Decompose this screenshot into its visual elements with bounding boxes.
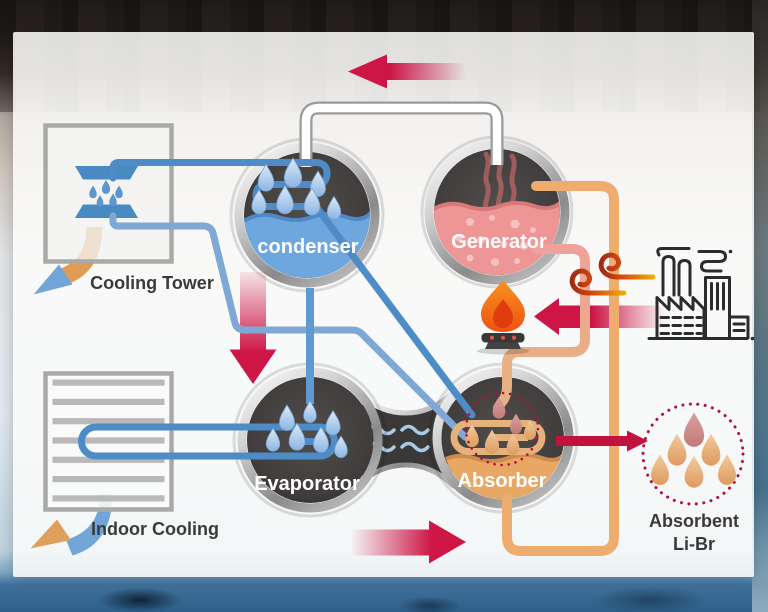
cooling-tower-label: Cooling Tower [90, 273, 214, 293]
bubble-icon [455, 215, 536, 266]
tower-return-pipe [109, 212, 469, 441]
warm-air-arrowhead-icon [30, 519, 71, 549]
fan-louver-icon [75, 166, 138, 218]
cooling-tower-unit [43, 123, 174, 264]
indoor-cooling-unit [43, 371, 174, 512]
indoor-cooling-label: Indoor Cooling [91, 519, 219, 539]
flame-icon [477, 280, 529, 355]
flow-arrow-top [348, 54, 466, 89]
radiator-louver-icon [52, 379, 165, 502]
generator-label: Generator [451, 231, 547, 253]
absorbent-label-line1: Absorbent [649, 511, 739, 531]
white-vapor-pipe [299, 101, 504, 167]
absorbent-badge [641, 402, 745, 506]
solution-pipe-orange [502, 181, 619, 556]
cool-air-arrowhead-icon [33, 264, 73, 295]
absorbent-label-line2: Li-Br [673, 534, 715, 554]
heat-input-arrow [534, 298, 664, 335]
wind-swirl-icon [569, 252, 656, 296]
evaporator-label: Evaporator [254, 473, 360, 495]
condenser-label: condenser [257, 236, 358, 258]
absorber-highlight-dotted-circle [464, 391, 540, 467]
absorbent-arrow [556, 430, 648, 452]
generator-node [420, 135, 574, 289]
photo-right-edge [752, 0, 768, 612]
flow-arrow-bottom [352, 520, 466, 564]
factory-icon [647, 247, 755, 341]
absorbent-droplet-cluster [651, 412, 736, 488]
solution-pipe-salmon [493, 244, 590, 413]
absorber-label: Absorber [458, 470, 547, 492]
